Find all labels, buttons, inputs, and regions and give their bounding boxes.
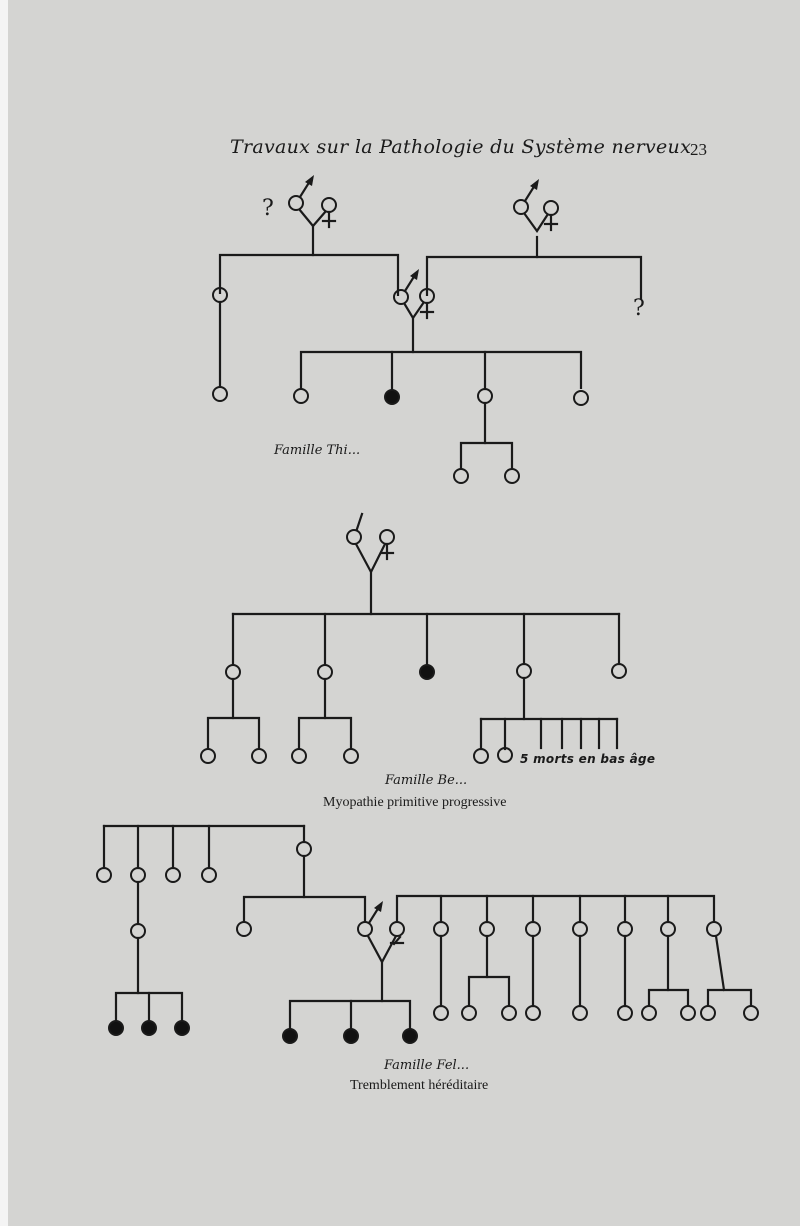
pedigree-line: [714, 934, 726, 992]
unaffected-individual: [706, 921, 722, 937]
pedigree-line: [218, 253, 400, 296]
pedigree-line: [299, 350, 583, 389]
unaffected-individual: [296, 841, 312, 857]
affected-individual: [384, 389, 400, 405]
unaffected-individual: [389, 921, 405, 937]
male-symbol-icon: [374, 901, 383, 912]
unknown-marker: ?: [262, 196, 274, 221]
unaffected-individual: [200, 748, 216, 764]
unaffected-individual: [525, 1005, 541, 1021]
unaffected-individual: [516, 663, 532, 679]
unaffected-individual: [572, 1005, 588, 1021]
affected-individual: [108, 1020, 124, 1036]
pedigree-line: [395, 894, 716, 922]
unaffected-individual: [291, 748, 307, 764]
unaffected-individual: [660, 921, 676, 937]
unaffected-individual: [201, 867, 217, 883]
unaffected-individual: [743, 1005, 759, 1021]
unaffected-individual: [504, 468, 520, 484]
family-caption-fel: Famille Fel...: [384, 1058, 470, 1073]
unaffected-individual: [393, 289, 409, 305]
pedigree-line: [355, 543, 386, 575]
page-edge: [0, 0, 8, 1226]
unaffected-individual: [343, 748, 359, 764]
unaffected-individual: [461, 1005, 477, 1021]
unaffected-individual: [497, 747, 513, 763]
affected-individual: [141, 1020, 157, 1036]
affected-individual: [419, 664, 435, 680]
affected-individual: [174, 1020, 190, 1036]
pedigree-line: [647, 988, 690, 1006]
unaffected-individual: [617, 1005, 633, 1021]
unknown-marker: ?: [633, 296, 645, 321]
unaffected-individual: [130, 867, 146, 883]
deceased-note: 5 morts en bas âge: [520, 752, 656, 766]
family-caption-thi: Famille Thi...: [274, 443, 361, 458]
family-subtitle-be: Myopathie primitive progressive: [323, 795, 507, 810]
unaffected-individual: [611, 663, 627, 679]
family-caption-be: Famille Be...: [385, 773, 468, 788]
running-title: Travaux sur la Pathologie du Système ner…: [230, 136, 692, 158]
unaffected-individual: [473, 748, 489, 764]
pedigree-line: [467, 975, 511, 1006]
unaffected-individual: [379, 529, 395, 545]
male-symbol-icon: [305, 175, 314, 186]
affected-individual: [402, 1028, 418, 1044]
pedigree-line: [459, 441, 514, 469]
pedigree-line: [425, 255, 643, 300]
unaffected-individual: [236, 921, 252, 937]
unaffected-individual: [617, 921, 633, 937]
unaffected-individual: [317, 664, 333, 680]
unaffected-individual: [130, 923, 146, 939]
unaffected-individual: [573, 390, 589, 406]
unaffected-individual: [225, 664, 241, 680]
pedigree-line: [242, 895, 367, 922]
unaffected-individual: [321, 197, 337, 213]
unaffected-individual: [477, 388, 493, 404]
unaffected-individual: [453, 468, 469, 484]
unaffected-individual: [293, 388, 309, 404]
unaffected-individual: [346, 529, 362, 545]
unaffected-individual: [572, 921, 588, 937]
pedigree-line: [523, 212, 549, 233]
unaffected-individual: [513, 199, 529, 215]
unaffected-individual: [501, 1005, 517, 1021]
unaffected-individual: [251, 748, 267, 764]
unaffected-individual: [357, 921, 373, 937]
family-subtitle-fel: Tremblement héréditaire: [350, 1078, 489, 1093]
unaffected-individual: [525, 921, 541, 937]
pedigree-line: [298, 208, 327, 228]
pedigree-line: [367, 935, 397, 965]
unaffected-individual: [543, 200, 559, 216]
unaffected-individual: [433, 921, 449, 937]
male-symbol-icon: [410, 269, 419, 280]
affected-individual: [282, 1028, 298, 1044]
page-number: 23: [690, 140, 707, 159]
unaffected-individual: [700, 1005, 716, 1021]
unaffected-individual: [433, 1005, 449, 1021]
pedigree-line: [706, 988, 753, 1006]
unaffected-individual: [165, 867, 181, 883]
unaffected-individual: [479, 921, 495, 937]
unaffected-individual: [96, 867, 112, 883]
unaffected-individual: [641, 1005, 657, 1021]
male-symbol-icon: [530, 179, 539, 190]
unaffected-individual: [288, 195, 304, 211]
affected-individual: [343, 1028, 359, 1044]
pedigree-line: [355, 512, 364, 531]
unaffected-individual: [680, 1005, 696, 1021]
pedigree-line: [206, 716, 261, 749]
pedigree-line: [297, 716, 353, 749]
unaffected-individual: [212, 386, 228, 402]
pedigree-line: [403, 301, 425, 321]
